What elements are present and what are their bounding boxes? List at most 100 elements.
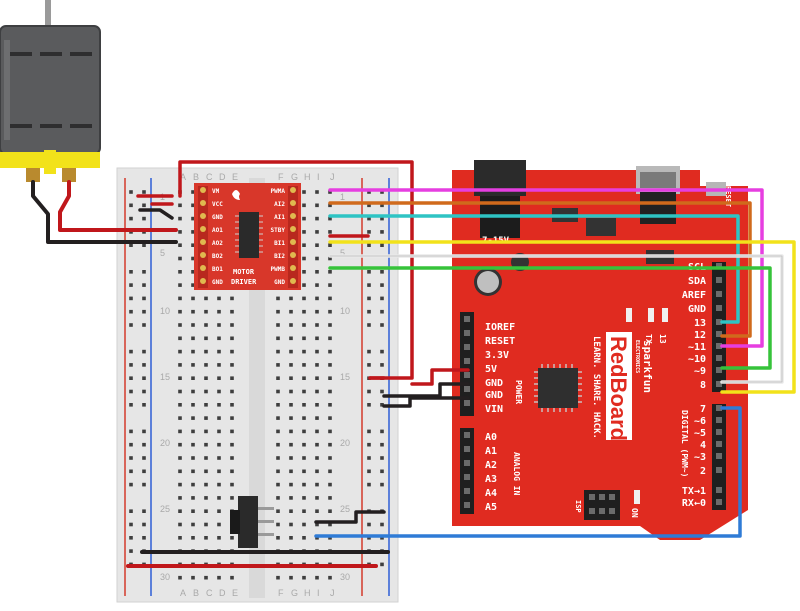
row-number: 5 <box>340 248 345 258</box>
breadboard-hole <box>276 376 280 380</box>
breadboard-hole <box>191 482 195 487</box>
breadboard-hole <box>328 469 332 474</box>
breadboard-hole <box>328 376 332 380</box>
breadboard-hole <box>204 496 208 500</box>
rail-hole <box>380 190 384 194</box>
column-letter: I <box>317 588 320 598</box>
wire-white-outline <box>329 255 783 383</box>
breadboard-hole <box>328 309 332 314</box>
power-pin-label: IOREF <box>485 322 515 333</box>
row-number: 25 <box>160 504 170 514</box>
breadboard-hole <box>178 283 182 287</box>
breadboard-hole <box>328 323 332 327</box>
rail-hole <box>129 283 133 287</box>
row-number: 15 <box>340 372 350 382</box>
driver-right-pin-label: AI2 <box>274 201 285 208</box>
breadboard-hole <box>230 349 234 354</box>
rail-hole <box>129 509 133 513</box>
header-pin <box>716 319 722 325</box>
rail-hole <box>129 429 133 434</box>
digital-pin-label: 7 <box>700 404 706 415</box>
digital-pin-label: ~3 <box>694 452 706 463</box>
breadboard-hole <box>230 336 234 341</box>
breadboard-hole <box>302 389 306 394</box>
breadboard-hole <box>302 416 306 420</box>
motor-lead-red <box>58 180 178 232</box>
breadboard-hole <box>328 575 332 580</box>
breadboard-hole <box>315 363 319 367</box>
breadboard-hole <box>204 575 208 580</box>
breadboard-hole <box>217 403 221 407</box>
breadboard-hole <box>204 349 208 354</box>
breadboard-hole <box>191 496 195 500</box>
rail-hole <box>129 190 133 194</box>
rail-hole <box>367 296 371 301</box>
power-pin-label: 5V <box>485 364 497 375</box>
digital-pin-label: AREF <box>682 290 706 301</box>
breadboard-hole <box>315 243 319 247</box>
column-letter: D <box>219 172 226 182</box>
breadboard-hole <box>178 363 182 367</box>
digital-pin-label: ~6 <box>694 416 706 427</box>
rail-hole <box>367 536 371 540</box>
brand-sub: ELECTRONICS <box>634 340 640 373</box>
breadboard-hole <box>217 416 221 420</box>
breadboard-hole <box>289 416 293 420</box>
breadboard-hole <box>276 323 280 327</box>
breadboard-hole <box>230 403 234 407</box>
wires <box>31 160 796 568</box>
breadboard-hole <box>204 469 208 474</box>
rail-hole <box>380 216 384 221</box>
breadboard-hole <box>302 509 306 513</box>
breadboard-hole <box>302 575 306 580</box>
rail-hole <box>129 296 133 301</box>
breadboard-hole <box>191 403 195 407</box>
breadboard-hole <box>178 536 182 540</box>
breadboard-hole <box>328 216 332 221</box>
rail-hole <box>367 190 371 194</box>
rail-hole <box>380 349 384 354</box>
breadboard-hole <box>204 416 208 420</box>
column-letter: G <box>291 172 298 182</box>
breadboard-hole <box>230 469 234 474</box>
breadboard-hole <box>328 270 332 274</box>
breadboard-hole <box>178 349 182 354</box>
redboard: 7-15V RESET RX TX 13 ON sp <box>452 160 748 540</box>
rail-hole <box>142 349 146 354</box>
driver-ic <box>239 212 259 258</box>
analog-pin-label: A3 <box>485 474 497 485</box>
breadboard-hole <box>315 190 319 194</box>
breadboard-hole <box>289 509 293 513</box>
driver-right-pin-label: GND <box>274 279 285 286</box>
breadboard-hole <box>276 296 280 301</box>
breadboard-hole <box>191 363 195 367</box>
breadboard-hole <box>315 482 319 487</box>
rail-hole <box>367 323 371 327</box>
row-number: 20 <box>160 438 170 448</box>
header-pin <box>716 263 722 269</box>
flame-logo-icon <box>232 190 240 200</box>
row-number: 30 <box>160 572 170 582</box>
breadboard-hole <box>230 482 234 487</box>
breadboard-hole <box>230 416 234 420</box>
breadboard-hole <box>315 442 319 447</box>
breadboard-hole <box>178 203 182 208</box>
breadboard-hole <box>217 482 221 487</box>
breadboard-hole <box>315 309 319 314</box>
column-letter: G <box>291 588 298 598</box>
power-pin-label: GND <box>485 390 503 401</box>
breadboard-hole <box>302 256 306 261</box>
breadboard-hole <box>217 522 221 527</box>
breadboard-hole <box>276 336 280 341</box>
breadboard-hole <box>204 456 208 460</box>
breadboard-hole <box>302 536 306 540</box>
breadboard-hole <box>328 403 332 407</box>
digital-pin-label: GND <box>688 304 706 315</box>
breadboard-hole <box>191 536 195 540</box>
breadboard-hole <box>276 403 280 407</box>
rail-hole <box>380 403 384 407</box>
column-letter: B <box>193 588 199 598</box>
header-pin <box>716 429 722 435</box>
rail-hole <box>129 469 133 474</box>
